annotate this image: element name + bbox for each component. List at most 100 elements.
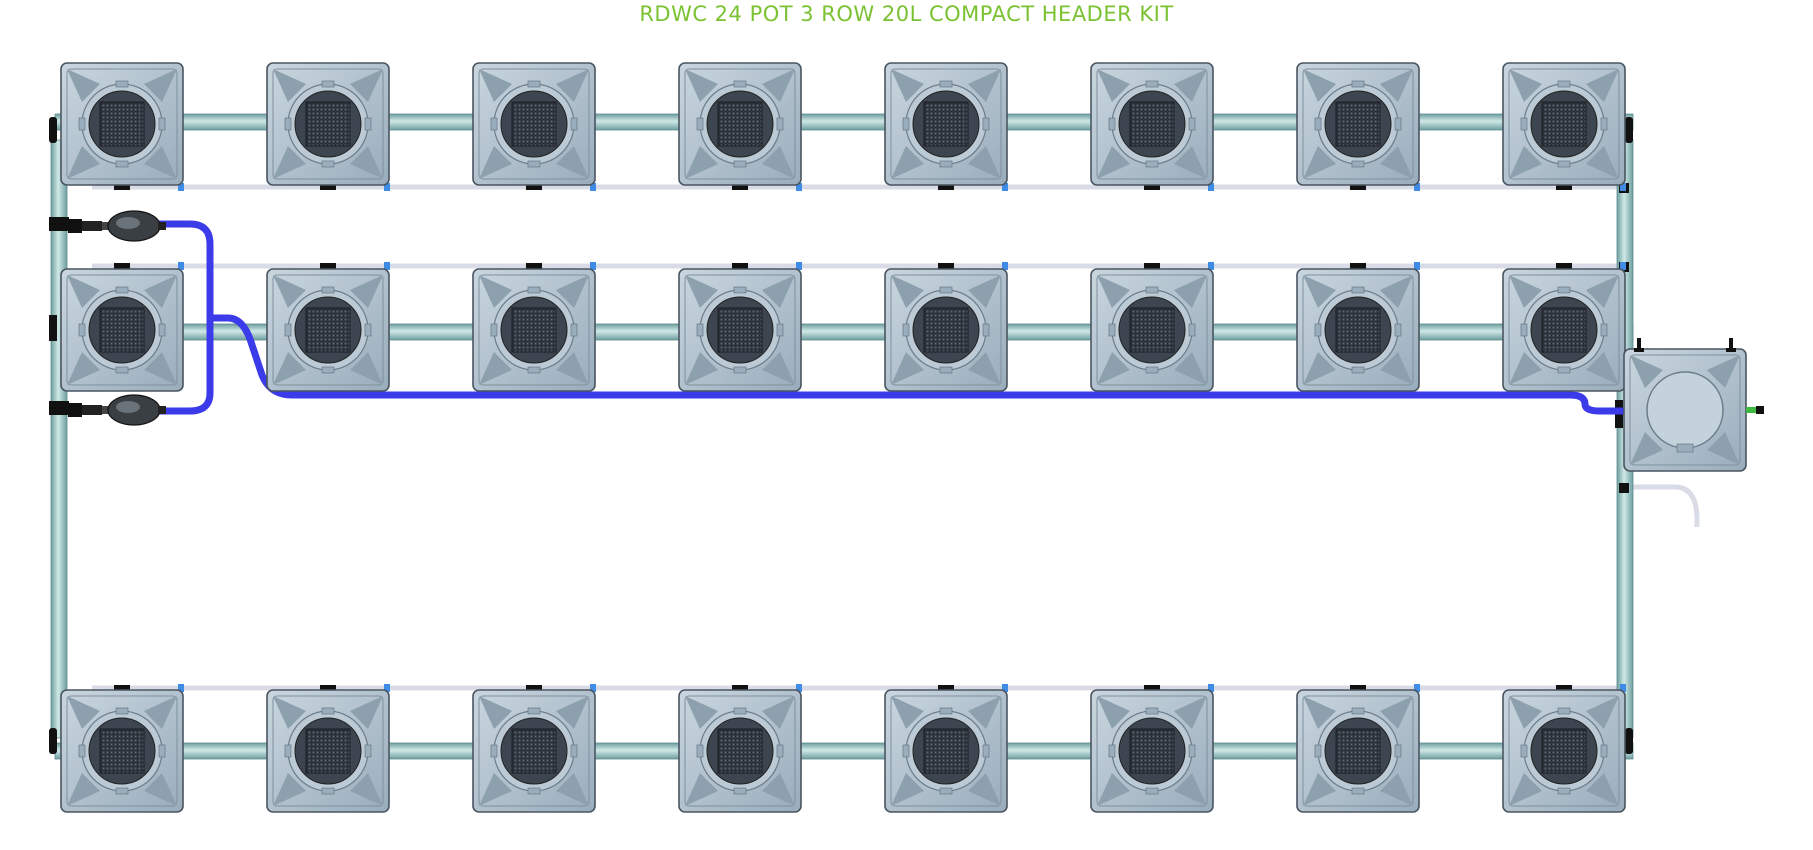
blue-clip	[384, 262, 390, 270]
manifold-tee-left	[49, 315, 57, 341]
grow-pot-r3-c6	[1090, 689, 1214, 813]
grow-pot-r2-c5	[884, 268, 1008, 392]
grow-pot-icon	[60, 689, 184, 813]
blue-clip	[1414, 262, 1420, 270]
pipe-end-cap-left-top	[49, 117, 57, 143]
blue-clip	[178, 262, 184, 270]
blue-clip	[796, 262, 802, 270]
return-clip	[114, 184, 130, 190]
return-clip	[526, 685, 542, 691]
blue-clip	[1002, 684, 1008, 692]
grow-pot-r1-c3	[472, 62, 596, 186]
blue-feed-hose	[144, 220, 1626, 415]
row-fittings	[114, 183, 1626, 692]
grow-pot-r2-c2	[266, 268, 390, 392]
return-clip	[1350, 263, 1366, 269]
grow-pot-icon	[266, 689, 390, 813]
return-clip	[732, 685, 748, 691]
grow-pot-r1-c1	[60, 62, 184, 186]
grow-pot-icon	[678, 268, 802, 392]
blue-clip	[1620, 684, 1626, 692]
return-clip	[114, 263, 130, 269]
control-bucket-outlet	[1746, 407, 1756, 413]
blue-clip	[1002, 183, 1008, 191]
grow-pot-icon	[472, 689, 596, 813]
grow-pot-r2-c6	[1090, 268, 1214, 392]
grow-pot-r3-c4	[678, 689, 802, 813]
pipe-end-cap-right-bottom	[1625, 728, 1633, 754]
grow-pot-icon	[266, 62, 390, 186]
return-clip	[320, 263, 336, 269]
return-clip	[114, 685, 130, 691]
blue-clip	[384, 684, 390, 692]
return-clip	[320, 685, 336, 691]
blue-clip	[384, 183, 390, 191]
return-clip	[1556, 184, 1572, 190]
grow-pot-icon	[1296, 62, 1420, 186]
blue-clip	[1414, 183, 1420, 191]
grow-pot-r1-c2	[266, 62, 390, 186]
grow-pot-r1-c6	[1090, 62, 1214, 186]
grow-pot-r2-c4	[678, 268, 802, 392]
grow-pot-icon	[472, 268, 596, 392]
return-clip	[1350, 184, 1366, 190]
manifold-fitting-left-a	[49, 217, 69, 231]
grow-pot-r3-c7	[1296, 689, 1420, 813]
blue-clip	[1208, 183, 1214, 191]
return-clip	[1144, 685, 1160, 691]
blue-clip	[796, 684, 802, 692]
pipework	[49, 113, 1634, 760]
grow-pot-icon	[884, 689, 1008, 813]
return-clip	[938, 685, 954, 691]
grow-pot-r1-c7	[1296, 62, 1420, 186]
return-clip	[732, 184, 748, 190]
grow-pot-r3-c2	[266, 689, 390, 813]
grow-pot-r2-c7	[1296, 268, 1420, 392]
blue-clip	[590, 262, 596, 270]
grow-pot-r2-c3	[472, 268, 596, 392]
blue-clip	[1414, 684, 1420, 692]
control-bucket-lid	[1646, 371, 1724, 449]
grow-pot-r1-c5	[884, 62, 1008, 186]
return-clip	[1556, 685, 1572, 691]
return-clip	[526, 184, 542, 190]
grow-pot-r2-c8	[1502, 268, 1626, 392]
manifold-fitting-right-c	[1619, 483, 1629, 493]
blue-clip	[1620, 183, 1626, 191]
grow-pot-r1-c8	[1502, 62, 1626, 186]
blue-clip	[1620, 262, 1626, 270]
return-clip	[938, 184, 954, 190]
grow-pot-icon	[1296, 689, 1420, 813]
return-clip	[1144, 184, 1160, 190]
blue-clip	[1002, 262, 1008, 270]
pipe-end-cap-right-top	[1625, 117, 1633, 143]
return-clip	[526, 263, 542, 269]
grow-pot-icon	[884, 268, 1008, 392]
return-clip	[1350, 685, 1366, 691]
grow-pot-icon	[472, 62, 596, 186]
grow-pot-icon	[1502, 689, 1626, 813]
return-lines	[92, 184, 1700, 691]
grow-pot-icon	[884, 62, 1008, 186]
grow-pot-icon	[60, 268, 184, 392]
grow-pot-icon	[1090, 268, 1214, 392]
return-clip	[320, 184, 336, 190]
grow-pot-icon	[60, 62, 184, 186]
return-clip	[1144, 263, 1160, 269]
return-line-drain	[1632, 484, 1700, 527]
pipe-end-cap-left-bottom	[49, 728, 57, 754]
blue-clip	[178, 684, 184, 692]
grow-pots	[60, 62, 1626, 813]
blue-clip	[590, 684, 596, 692]
blue-clip	[796, 183, 802, 191]
grow-pot-icon	[1090, 689, 1214, 813]
grow-pot-icon	[266, 268, 390, 392]
grow-pot-icon	[1502, 62, 1626, 186]
grow-pot-r3-c8	[1502, 689, 1626, 813]
return-clip	[938, 263, 954, 269]
manifold-fitting-left-b	[49, 401, 69, 415]
blue-clip	[1208, 262, 1214, 270]
grow-pot-icon	[1090, 62, 1214, 186]
grow-pot-r2-c1	[60, 268, 184, 392]
